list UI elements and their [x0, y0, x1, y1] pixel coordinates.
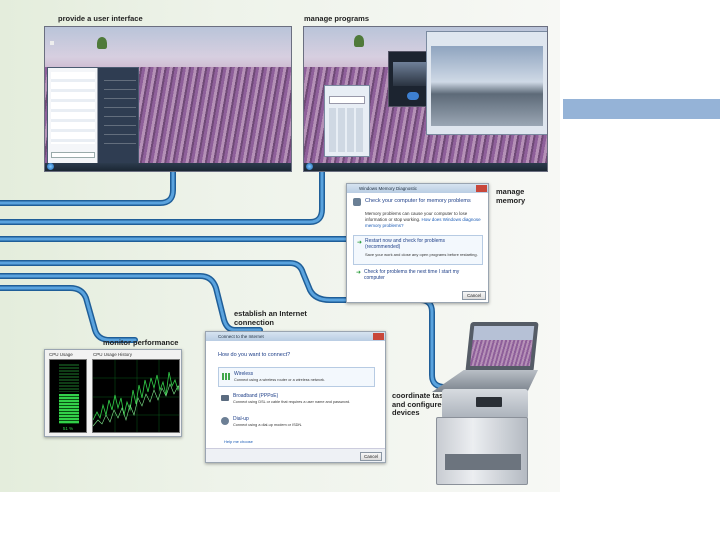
printer-tray [445, 454, 521, 470]
cpu-usage-bar [59, 394, 79, 424]
performance-monitor: CPU Usage CPU Usage History 51 % [44, 349, 182, 437]
taskbar [304, 163, 547, 171]
laptop-screen [470, 326, 535, 366]
caption-line: and configure [392, 399, 442, 409]
close-button[interactable] [476, 185, 487, 192]
option-title: Check for problems the next time I start… [364, 269, 460, 281]
memory-diagnostic-dialog: Windows Memory Diagnostic Check your com… [346, 183, 489, 303]
dialog-titlebar: Connect to the Internet [206, 332, 385, 341]
caption-line: memory [496, 195, 526, 205]
option-wireless[interactable]: Wireless Connect using a wireless router… [218, 367, 375, 387]
taskbar [45, 163, 291, 171]
start-menu-programs[interactable] [51, 72, 95, 144]
caption-line: coordinate tasks [392, 391, 452, 400]
laptop [430, 320, 540, 400]
printer-control-panel[interactable] [476, 397, 502, 407]
close-button[interactable] [373, 333, 384, 340]
recycle-bin-icon [50, 41, 54, 45]
pipe-6 [0, 285, 138, 343]
caption-monitor-performance: monitor performance [103, 338, 179, 347]
modem-icon [221, 395, 229, 401]
phone-icon [221, 417, 229, 425]
dialog-description: Memory problems can cause your computer … [365, 211, 483, 229]
desktop-manage-programs [303, 26, 548, 172]
option-title: Dial-up [233, 416, 249, 422]
cpu-usage-label: CPU Usage [49, 352, 73, 357]
caption-user-interface: provide a user interface [58, 14, 143, 23]
option-restart-now[interactable]: ➜ Restart now and check for problems (re… [353, 235, 483, 265]
pipe-1 [0, 167, 176, 206]
play-button-icon[interactable] [407, 92, 419, 100]
option-title: Broadband (PPPoE) [233, 393, 279, 399]
pipe-2 [0, 167, 325, 225]
desktop-user-interface [44, 26, 292, 172]
dialog-titlebar: Windows Memory Diagnostic [347, 184, 488, 193]
calculator-window[interactable] [324, 85, 370, 157]
windows-orb-icon[interactable] [47, 163, 54, 170]
cancel-button[interactable]: Cancel [360, 452, 382, 461]
caption-manage-programs: manage programs [304, 14, 370, 23]
cancel-button[interactable]: Cancel [462, 291, 486, 300]
signal-bars-icon [222, 373, 230, 380]
green-arrow-icon: ➜ [356, 270, 362, 276]
option-title: Restart now and check for problems (reco… [365, 238, 446, 250]
caption-line: devices [392, 408, 420, 417]
option-check-next-start[interactable]: ➜ Check for problems the next time I sta… [353, 267, 483, 283]
option-desc: Connect using DSL or cable that requires… [233, 400, 351, 404]
connect-internet-dialog: Connect to the Internet How do you want … [205, 331, 386, 463]
option-dialup[interactable]: Dial-up Connect using a dial-up modem or… [218, 413, 375, 433]
start-menu[interactable] [47, 67, 139, 165]
tree-icon [354, 35, 364, 47]
option-title: Wireless [234, 371, 254, 377]
laptop-lid [465, 322, 539, 372]
caption-devices: coordinate tasks and configure devices [392, 391, 452, 418]
laptop-keyboard [432, 370, 538, 392]
start-menu-places[interactable] [104, 72, 136, 144]
dialog-footer [206, 448, 385, 462]
accent-bar [563, 99, 720, 119]
description-text: Memory problems can cause your computer … [365, 211, 468, 222]
start-search-box[interactable] [51, 152, 95, 158]
dialog-heading: Check your computer for memory problems [365, 198, 471, 204]
cpu-usage-gauge: 51 % [49, 359, 87, 433]
caption-line: connection [234, 317, 275, 327]
option-desc: Connect using a dial-up modem or ISDN. [233, 423, 303, 427]
cpu-history-chart [93, 360, 179, 432]
caption-manage-memory: manage memory [496, 187, 526, 205]
tree-icon [97, 37, 107, 49]
caption-line: establish an Internet [234, 309, 307, 318]
caption-line: manage [496, 187, 525, 196]
green-arrow-icon: ➜ [357, 240, 363, 246]
help-link[interactable]: How does Windows diagnose memory problem… [365, 217, 481, 228]
photo-viewer-window[interactable] [426, 31, 547, 135]
option-broadband[interactable]: Broadband (PPPoE) Connect using DSL or c… [218, 390, 375, 410]
option-subtext: Save your work and close any open progra… [365, 252, 478, 257]
option-desc: Connect using a wireless router or a wir… [234, 378, 325, 382]
dialog-question: How do you want to connect? [218, 352, 291, 358]
cpu-history-graph [92, 359, 180, 433]
help-link[interactable]: Help me choose [224, 439, 253, 444]
cpu-usage-value: 51 % [62, 426, 74, 431]
printer [436, 383, 532, 487]
windows-orb-icon[interactable] [306, 163, 313, 170]
cpu-history-label: CPU Usage History [93, 352, 133, 357]
caption-internet: establish an Internet connection [234, 309, 307, 327]
printer-body [436, 417, 528, 485]
memory-chip-icon [353, 198, 361, 206]
